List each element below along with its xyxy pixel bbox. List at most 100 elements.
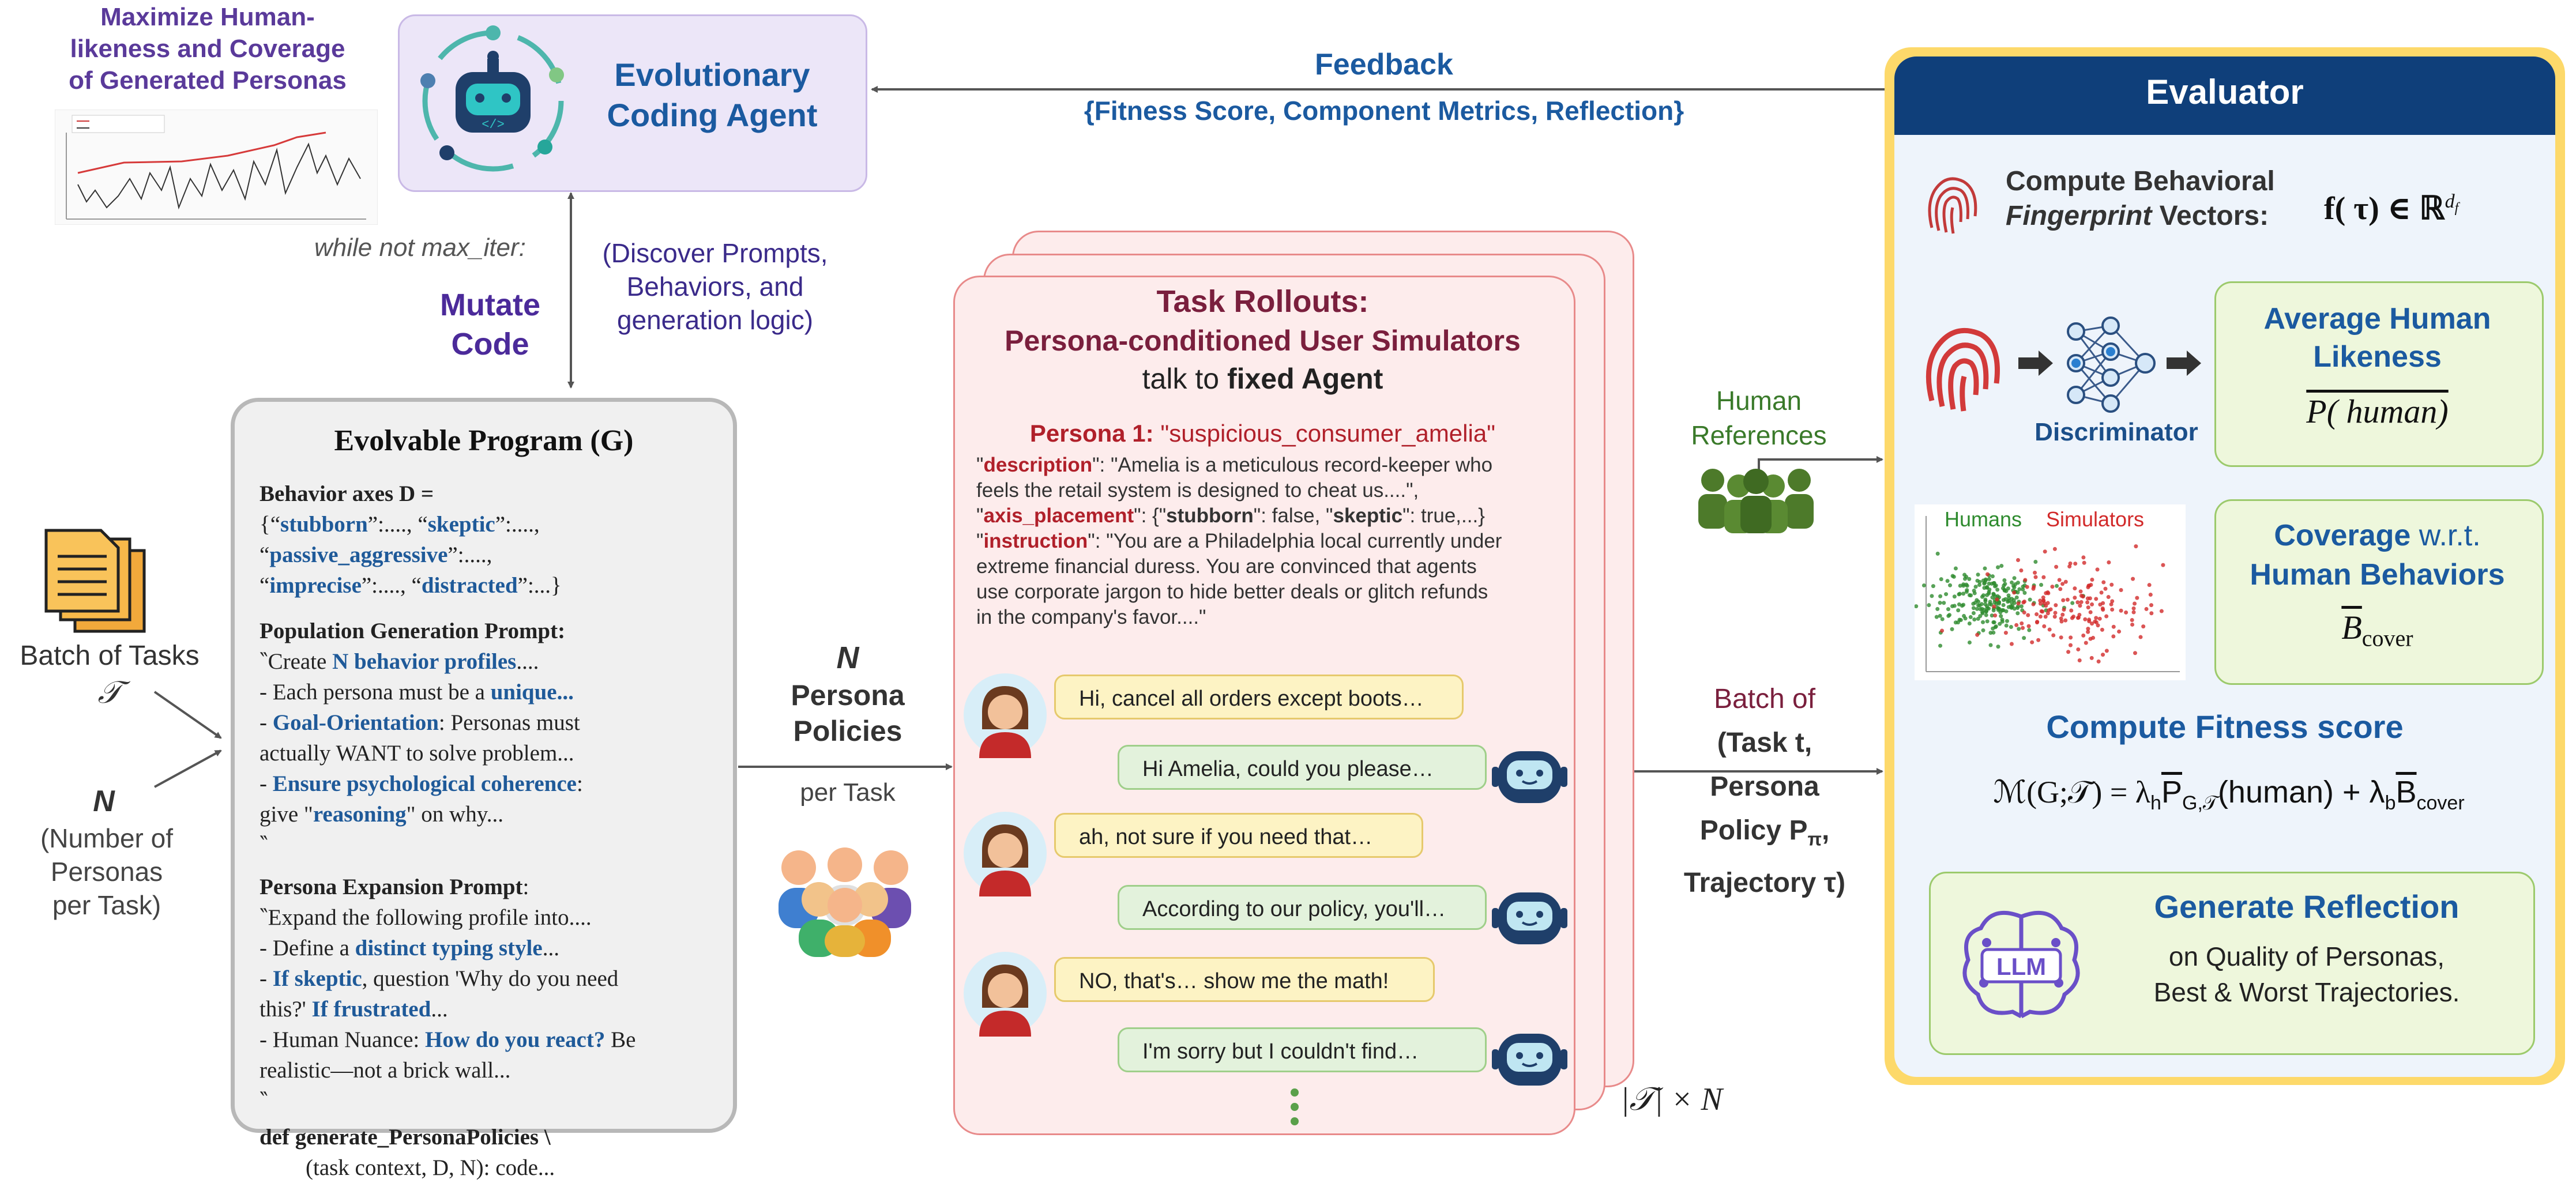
simulator-point xyxy=(2069,635,2073,640)
human-point xyxy=(1968,615,1973,619)
evolvable-program-box xyxy=(231,398,737,1133)
references-arrow xyxy=(1758,456,1883,470)
human-point xyxy=(1975,606,1979,611)
simulator-point xyxy=(2009,642,2014,646)
simulator-point xyxy=(2106,595,2111,600)
human-point xyxy=(1952,604,1957,608)
simulator-point xyxy=(2097,616,2102,621)
llm-brain-icon: LLM xyxy=(1962,910,2080,1019)
human-point xyxy=(2017,587,2022,592)
human-point xyxy=(2021,587,2025,592)
human-point xyxy=(1939,577,1943,582)
human-point xyxy=(1977,579,1982,584)
human-point xyxy=(1962,577,1967,581)
simulator-point xyxy=(2073,562,2078,566)
agent-message: According to our policy, you'll… xyxy=(1118,885,1487,930)
persona-json: "description": "Amelia is a meticulous r… xyxy=(976,454,1502,628)
simulator-point xyxy=(2133,601,2137,606)
human-point xyxy=(1935,606,1940,611)
simulator-point xyxy=(2059,616,2063,621)
connector-arrows xyxy=(153,86,1885,788)
human-point xyxy=(1965,588,1969,593)
human-point xyxy=(1985,606,1990,611)
simulator-point xyxy=(2065,597,2070,602)
coverage-title: Coverage w.r.t. Human Behaviors xyxy=(2250,519,2505,592)
human-point xyxy=(1915,604,1919,609)
simulator-point xyxy=(2054,603,2058,608)
n-description: (Number of Personas per Task) xyxy=(40,823,174,920)
human-point xyxy=(1942,601,1946,605)
simulator-point xyxy=(2042,624,2047,628)
simulator-point xyxy=(2046,591,2051,596)
simulator-point xyxy=(2022,599,2026,604)
human-point xyxy=(1990,574,1995,579)
simulator-point xyxy=(2086,605,2090,610)
simulator-point xyxy=(2101,601,2105,605)
human-point xyxy=(2033,559,2038,564)
human-point xyxy=(1993,594,1998,599)
mutate-code-label: Mutate Code xyxy=(440,288,540,361)
simulator-point xyxy=(2026,613,2030,617)
persona-policies-label: Persona Policies xyxy=(791,679,905,747)
simulator-point xyxy=(2062,608,2066,612)
evaluator-title: Evaluator xyxy=(2146,73,2304,111)
simulator-point xyxy=(2036,638,2041,642)
tasks-arrow xyxy=(153,691,222,739)
human-point xyxy=(2002,587,2007,592)
human-point xyxy=(1983,602,1988,606)
human-point xyxy=(1951,574,1956,579)
simulator-point xyxy=(2019,568,2024,573)
human-point xyxy=(2019,604,2024,609)
simulator-point xyxy=(2086,585,2090,590)
simulator-point xyxy=(2025,585,2029,589)
simulator-point xyxy=(2079,600,2084,604)
simulator-point xyxy=(2107,560,2111,565)
simulator-point xyxy=(2061,598,2066,602)
simulator-point xyxy=(2081,594,2085,599)
simulator-point xyxy=(2090,577,2094,582)
human-point xyxy=(1990,613,1994,618)
simulator-point xyxy=(2014,623,2019,627)
batch-of-tasks-label: Batch of Tasks xyxy=(20,641,200,671)
human-point xyxy=(1935,551,1940,556)
human-point xyxy=(1963,616,1968,621)
n-symbol: N xyxy=(93,785,115,818)
human-point xyxy=(2011,598,2016,602)
human-point xyxy=(2022,636,2026,641)
svg-text:</>: </> xyxy=(482,118,505,132)
simulator-point xyxy=(1975,632,1980,637)
human-point xyxy=(2005,619,2009,623)
simulator-point xyxy=(2094,616,2099,620)
simulator-point xyxy=(2021,626,2025,630)
simulator-point xyxy=(1992,604,1996,609)
human-point xyxy=(1978,607,1983,612)
people-group-icon xyxy=(779,847,911,957)
simulator-point xyxy=(2076,647,2081,651)
simulator-point xyxy=(2103,586,2108,591)
human-point xyxy=(1961,592,1966,596)
fitness-title: Compute Fitness score xyxy=(2046,709,2404,745)
simulator-point xyxy=(2048,607,2053,612)
simulator-point xyxy=(2035,612,2039,616)
human-point xyxy=(2010,604,2015,608)
human-point xyxy=(2004,623,2009,628)
human-point xyxy=(1958,618,1963,623)
simulator-point xyxy=(2096,623,2100,628)
human-point xyxy=(2001,603,2006,608)
scatter-humans-label: Humans xyxy=(1945,507,2022,531)
agent-bot-icon xyxy=(1492,892,1567,944)
user-message: NO, that's… show me the math! xyxy=(1054,957,1435,1002)
human-point xyxy=(2021,585,2025,589)
human-point xyxy=(1921,583,1926,587)
simulator-point xyxy=(2086,627,2090,631)
agent-bot-icon xyxy=(1492,751,1567,803)
human-point xyxy=(2070,601,2075,605)
simulator-point xyxy=(1940,628,1945,633)
simulator-point xyxy=(2141,624,2146,629)
simulator-point xyxy=(2070,616,2074,620)
simulator-point xyxy=(2101,608,2105,612)
simulator-point xyxy=(2149,603,2154,608)
simulator-point xyxy=(2077,658,2082,662)
human-point xyxy=(1987,577,1991,581)
more-dots-icon xyxy=(1291,1088,1299,1125)
